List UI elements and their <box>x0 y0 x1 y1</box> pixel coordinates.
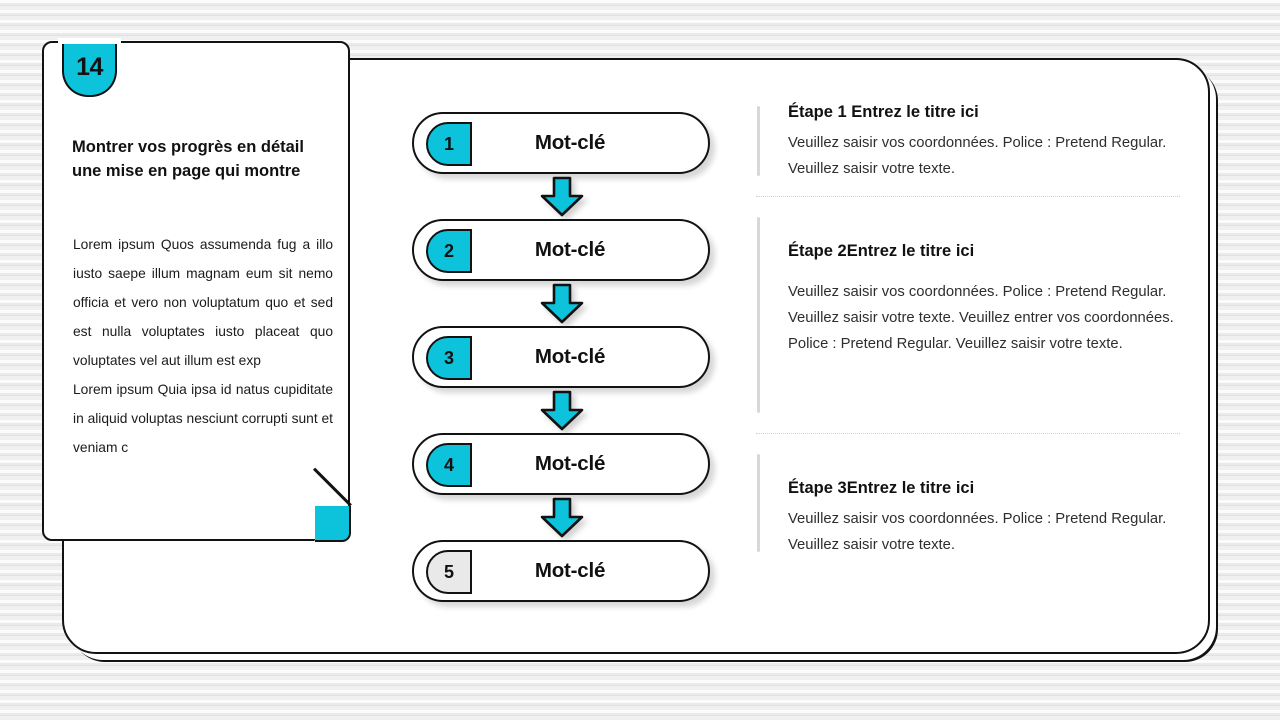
flow-connector-2 <box>412 281 712 326</box>
flow-step-4[interactable]: 4 Mot-clé <box>412 433 710 495</box>
flow-step-5[interactable]: 5 Mot-clé <box>412 540 710 602</box>
detail-body-3: Veuillez saisir vos coordonnées. Police … <box>788 511 1167 553</box>
number-tab-mask <box>58 38 121 44</box>
flow-step-2-number: 2 <box>426 229 472 273</box>
detail-block-1: Étape 1 Entrez le titre ici Veuillez sai… <box>752 100 1182 182</box>
detail-separator-1 <box>756 196 1180 197</box>
detail-block-3: Étape 3Entrez le titre ici Veuillez sais… <box>752 448 1182 558</box>
flow-step-1[interactable]: 1 Mot-clé <box>412 112 710 174</box>
detail-body-1: Veuillez saisir vos coordonnées. Police … <box>788 135 1167 177</box>
detail-title-2: Entrez le titre ici <box>846 242 975 260</box>
detail-accent-rule <box>757 454 760 552</box>
detail-block-2-spacer <box>788 357 1182 419</box>
flow-connector-4 <box>412 495 712 540</box>
detail-heading-2: Étape 2Entrez le titre ici <box>788 239 1182 263</box>
detail-step-word-3: Étape 3 <box>788 479 847 497</box>
flow-step-4-number: 4 <box>426 443 472 487</box>
flow-connector-1 <box>412 174 712 219</box>
left-card-body: Lorem ipsum Quos assumenda fug a illo iu… <box>73 230 333 462</box>
detail-accent-rule <box>757 217 760 413</box>
detail-separator-2 <box>756 433 1180 434</box>
detail-accent-rule <box>757 106 760 176</box>
flow-step-5-label: Mot-clé <box>534 559 606 582</box>
flow-step-3-label: Mot-clé <box>534 345 606 368</box>
detail-block-2: Étape 2Entrez le titre ici Veuillez sais… <box>752 211 1182 419</box>
detail-heading-3: Étape 3Entrez le titre ici <box>788 476 1182 500</box>
flow-step-1-label: Mot-clé <box>534 131 606 154</box>
corner-fold-accent <box>314 505 351 542</box>
detail-step-word-2: Étape 2 <box>788 242 847 260</box>
flow-step-5-number: 5 <box>426 550 472 594</box>
detail-title-3: Entrez le titre ici <box>846 479 975 497</box>
flow-step-3-number: 3 <box>426 336 472 380</box>
flow-step-2[interactable]: 2 Mot-clé <box>412 219 710 281</box>
flow-step-3[interactable]: 3 Mot-clé <box>412 326 710 388</box>
detail-heading-1: Étape 1 Entrez le titre ici <box>788 100 1182 124</box>
down-arrow-icon <box>540 176 584 216</box>
down-arrow-icon <box>540 497 584 537</box>
corner-fold-crease <box>313 467 352 506</box>
slide-number-badge: 14 <box>62 39 117 97</box>
details-column: Étape 1 Entrez le titre ici Veuillez sai… <box>752 100 1182 558</box>
detail-title-1: Entrez le titre ici <box>846 103 979 121</box>
process-flow-column: 1 Mot-clé 2 Mot-clé 3 Mot-clé <box>412 112 712 602</box>
detail-step-word-1: Étape 1 <box>788 103 847 121</box>
left-card-paragraph-1: Lorem ipsum Quos assumenda fug a illo iu… <box>73 237 333 368</box>
down-arrow-icon <box>540 283 584 323</box>
flow-step-2-label: Mot-clé <box>534 238 606 261</box>
flow-step-4-label: Mot-clé <box>534 452 606 475</box>
left-info-card: 14 Montrer vos progrès en détail une mis… <box>42 38 352 543</box>
left-card-paragraph-2: Lorem ipsum Quia ipsa id natus cupiditat… <box>73 382 333 455</box>
down-arrow-icon <box>540 390 584 430</box>
flow-step-1-number: 1 <box>426 122 472 166</box>
detail-body-2: Veuillez saisir vos coordonnées. Police … <box>788 284 1174 352</box>
flow-connector-3 <box>412 388 712 433</box>
left-card-title: Montrer vos progrès en détail une mise e… <box>72 138 304 180</box>
